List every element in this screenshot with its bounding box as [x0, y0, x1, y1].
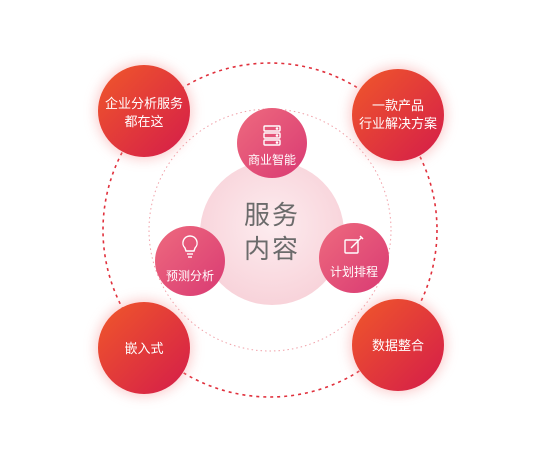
outer-node-label-line: 企业分析服务 — [105, 96, 183, 112]
outer-node-label-line: 都在这 — [124, 114, 163, 130]
outer-node-label-line: 行业解决方案 — [359, 116, 437, 132]
outer-node-label-line: 一款产品 — [372, 99, 424, 114]
inner-node-predictive-analysis: 预测分析 — [155, 226, 225, 296]
outer-node-embedded: 嵌入式 — [96, 300, 192, 396]
inner-node-label: 预测分析 — [166, 269, 214, 283]
edit-icon — [344, 235, 364, 254]
lightbulb-icon — [182, 235, 198, 258]
server-icon — [263, 125, 281, 146]
center-title-line-1: 服务 — [244, 201, 300, 231]
inner-node-planning-scheduling: 计划排程 — [319, 223, 389, 293]
outer-node-industry-solution: 一款产品 行业解决方案 — [350, 67, 446, 163]
inner-node-label: 计划排程 — [330, 264, 378, 279]
inner-node-label: 商业智能 — [248, 152, 296, 167]
inner-dotted-ring — [148, 108, 392, 352]
outer-node-data-integration: 数据整合 — [350, 297, 446, 393]
outer-node-label-line: 嵌入式 — [124, 342, 163, 357]
outer-dashed-ring — [102, 62, 438, 398]
outer-node-enterprise-analysis: 企业分析服务 都在这 — [96, 63, 192, 159]
outer-node-label-line: 数据整合 — [372, 339, 424, 354]
center-title-line-2: 内容 — [244, 235, 300, 265]
inner-node-business-intelligence: 商业智能 — [237, 108, 307, 178]
center-disc — [200, 161, 344, 305]
